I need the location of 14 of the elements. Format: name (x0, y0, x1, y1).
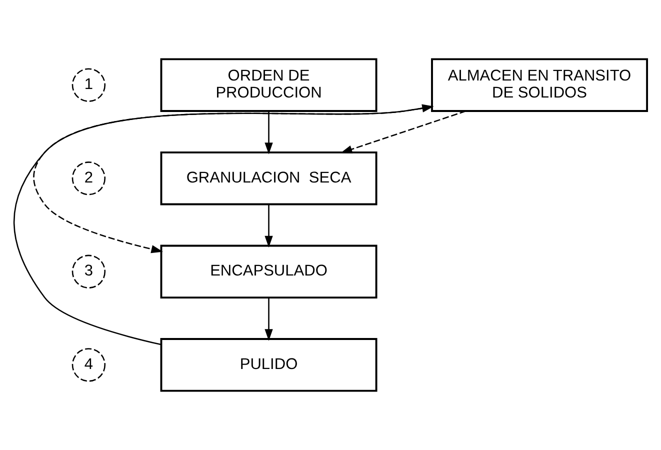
node-circle: 3 (72, 254, 106, 288)
arrow (264, 204, 273, 248)
node-circle: 2 (72, 162, 106, 196)
node-box: PULIDO (160, 338, 378, 392)
node-circle: 4 (72, 348, 106, 382)
arrow (264, 111, 273, 154)
arrow (264, 298, 273, 341)
node-box: ALMACEN EN TRANSITO DE SOLIDOS (431, 58, 648, 112)
arrow (340, 110, 466, 154)
node-box: GRANULACION SECA (160, 151, 378, 206)
arrow (14, 104, 434, 346)
node-box: ORDEN DE PRODUCCION (160, 58, 378, 112)
node-box: ENCAPSULADO (160, 244, 378, 299)
node-circle: 1 (72, 68, 106, 102)
